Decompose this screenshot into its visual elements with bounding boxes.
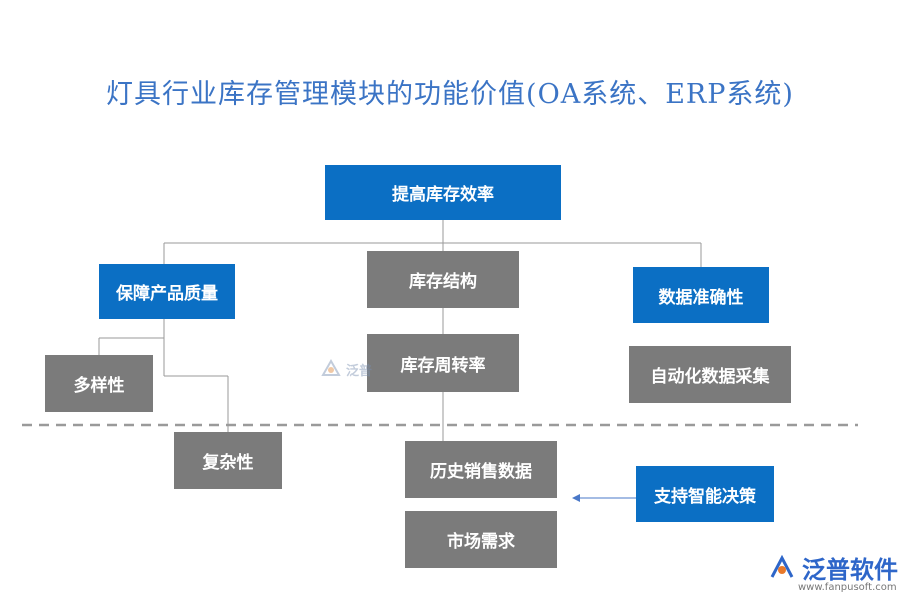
node-structure: 库存结构 [367, 251, 519, 308]
brand-url: www.fanpusoft.com [798, 582, 897, 593]
node-diversity: 多样性 [45, 355, 153, 412]
watermark-logo-icon [321, 358, 341, 376]
brand-name: 泛普软件 [802, 556, 898, 584]
page-title: 灯具行业库存管理模块的功能价值(OA系统、ERP系统) [106, 79, 794, 110]
node-root: 提高库存效率 [325, 165, 561, 220]
node-decision: 支持智能决策 [636, 466, 774, 522]
watermark-text: 泛普 [346, 363, 373, 379]
node-sales: 历史销售数据 [405, 441, 557, 498]
node-quality: 保障产品质量 [99, 264, 235, 319]
node-auto-collect: 自动化数据采集 [629, 346, 791, 403]
brand-logo-icon [770, 554, 794, 578]
node-accuracy: 数据准确性 [633, 267, 769, 323]
node-market: 市场需求 [405, 511, 557, 568]
node-turnover: 库存周转率 [367, 334, 519, 392]
arrow-head-icon [572, 494, 580, 502]
brand-logo: 泛普软件 [768, 550, 898, 585]
node-complexity: 复杂性 [174, 432, 282, 489]
watermark: 泛普 [320, 358, 372, 380]
